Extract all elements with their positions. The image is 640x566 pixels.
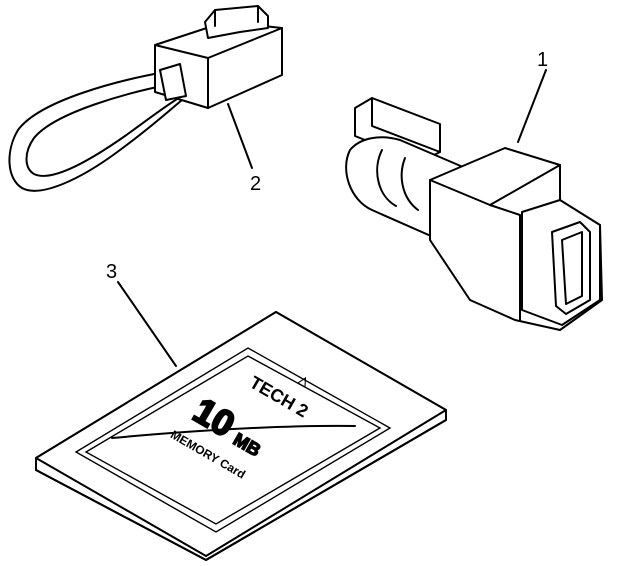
card-swoosh <box>111 424 356 439</box>
card-label-outer <box>74 347 392 533</box>
adapter-front-face <box>521 199 601 326</box>
adapter-rear-plug-edges <box>371 97 441 153</box>
dlc-adapter <box>345 97 603 331</box>
callout-label-3: 3 <box>106 261 117 283</box>
leader-line-2 <box>227 103 253 169</box>
card-top <box>35 311 447 557</box>
leader-line-3 <box>117 281 177 367</box>
leader-line-1 <box>517 69 547 143</box>
memory-card: TECH 2 △ 10 MB MEMORY Card <box>35 311 447 561</box>
loopback-plug <box>8 5 283 192</box>
cable-inner <box>25 83 183 177</box>
plug-strain-relief <box>159 63 187 101</box>
callout-3: 3 <box>106 261 177 367</box>
plug-latch <box>204 5 269 39</box>
adapter-boot-ridge-2 <box>400 157 419 211</box>
adapter-boot-ridge <box>376 149 397 207</box>
card-bottom-edge <box>35 419 447 561</box>
callout-label-1: 1 <box>537 49 548 71</box>
callout-2: 2 <box>227 103 261 195</box>
cable-outer <box>8 71 183 192</box>
adapter-socket-inner <box>561 231 583 305</box>
adapter-housing-front-edge <box>489 204 521 321</box>
card-label-inner <box>84 355 382 525</box>
callout-1: 1 <box>517 49 548 143</box>
plug-latch-edges <box>214 5 259 27</box>
adapter-socket <box>551 221 591 315</box>
callout-label-2: 2 <box>250 173 261 195</box>
